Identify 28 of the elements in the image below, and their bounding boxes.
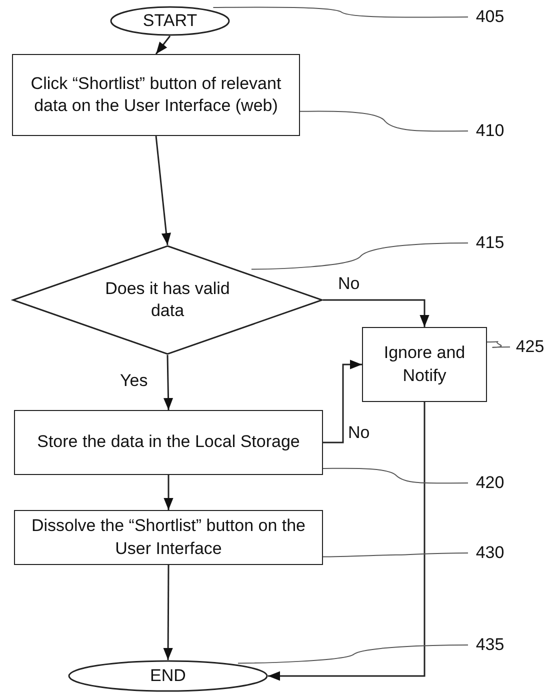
reference-number: 405 — [470, 6, 510, 28]
reference-number: 410 — [470, 120, 510, 142]
arrow — [164, 475, 174, 510]
reference-number: 425 — [512, 336, 548, 358]
arrow — [163, 354, 174, 410]
arrow — [163, 565, 173, 660]
reference-number: 415 — [470, 232, 510, 254]
decision-diamond: Does it has valid data — [12, 245, 323, 355]
reference-number: 435 — [470, 634, 510, 656]
reference-number: 430 — [470, 542, 510, 564]
reference-number: 420 — [470, 472, 510, 494]
arrow — [155, 36, 171, 54]
process-box: Store the data in the Local Storage — [14, 410, 323, 475]
leader-line — [212, 6, 468, 18]
leader-line — [300, 110, 468, 132]
process-box: Click “Shortlist” button of relevant data on the User Interface (web) — [12, 54, 300, 136]
arrow — [323, 360, 362, 444]
leader-line — [238, 644, 468, 664]
leader-line — [322, 552, 468, 558]
terminal-ellipse: START — [110, 6, 230, 36]
terminal-ellipse: END — [68, 660, 268, 692]
leader-line — [250, 242, 468, 270]
process-box: Ignore and Notify — [362, 327, 487, 402]
leader-line — [322, 468, 468, 484]
arrow — [268, 402, 426, 681]
arrow — [155, 136, 172, 246]
process-box: Dissolve the “Shortlist” button on the User Interface — [14, 510, 323, 565]
arrow — [323, 299, 430, 327]
